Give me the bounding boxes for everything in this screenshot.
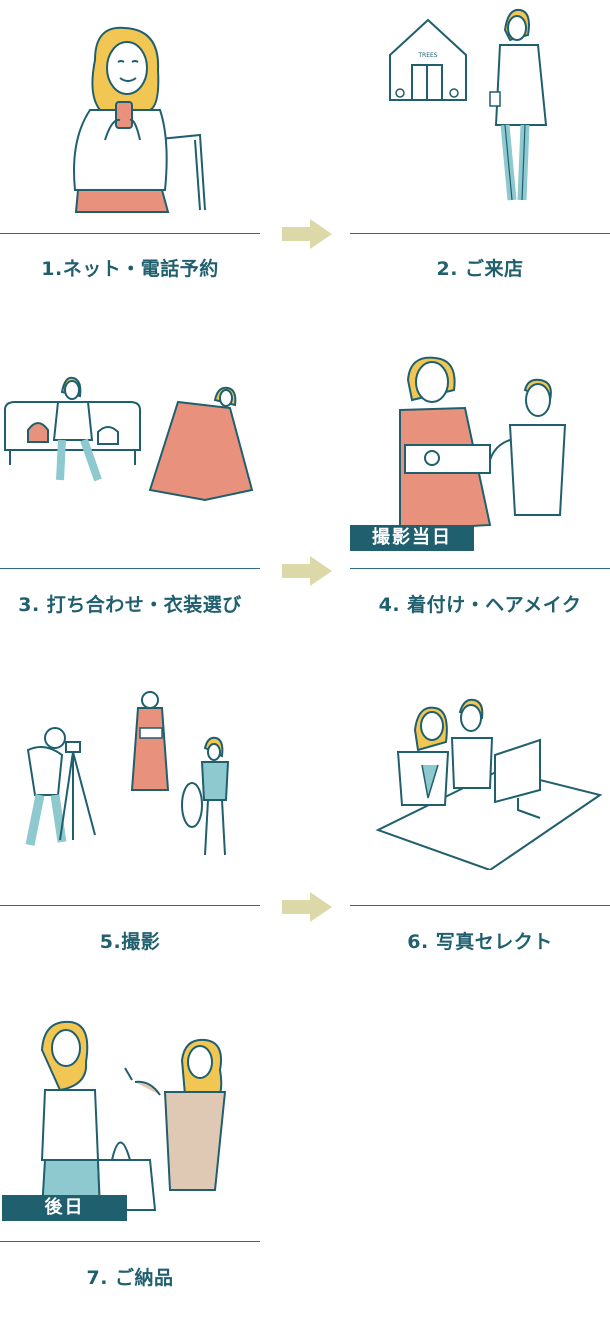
step-7: 後日 7. ご納品 [0, 1010, 260, 1300]
woman-with-phone-illustration [73, 26, 206, 213]
sofa-and-kimono-illustration [4, 376, 254, 502]
badge-shooting-day: 撮影当日 [350, 525, 474, 551]
step-label: 3. 打ち合わせ・衣装選び [18, 594, 242, 616]
step-label: 7. ご納品 [86, 1267, 174, 1289]
step-divider [0, 905, 260, 906]
step-1: 1.ネット・電話予約 [0, 0, 260, 290]
step-divider [350, 905, 610, 906]
step-6: 6. 写真セレクト [350, 670, 610, 960]
badge-later-date: 後日 [2, 1195, 127, 1221]
step-divider [0, 1241, 260, 1242]
illustration-consultation [0, 350, 260, 570]
step-divider [350, 568, 610, 569]
store-sign: TREES [418, 52, 438, 59]
step-label: 6. 写真セレクト [407, 931, 553, 953]
step-5: 5.撮影 [0, 670, 260, 960]
arrow-right-icon [282, 556, 332, 586]
step-label: 4. 着付け・ヘアメイク [378, 594, 582, 616]
arrow-right-icon [282, 219, 332, 249]
step-3: 3. 打ち合わせ・衣装選び [0, 350, 260, 640]
step-divider [350, 233, 610, 234]
kimono-dressing-illustration [399, 356, 567, 532]
illustration-shooting [0, 670, 260, 870]
step-label: 5.撮影 [99, 931, 161, 953]
step-label: 1.ネット・電話予約 [41, 258, 219, 280]
step-divider [0, 233, 260, 234]
illustration-visit: TREES [350, 0, 610, 220]
arrow-right-icon [282, 892, 332, 922]
step-2: TREES 2. ご来店 [350, 0, 610, 290]
illustration-photo-select [350, 670, 610, 870]
illustration-reservation [0, 0, 260, 220]
step-label: 2. ご来店 [436, 258, 524, 280]
photo-selection-illustration [375, 698, 603, 870]
store-and-woman-illustration [389, 8, 548, 201]
photographer-illustration [25, 691, 230, 856]
illustration-dressing [350, 350, 610, 550]
step-4: 撮影当日 4. 着付け・ヘアメイク [350, 350, 610, 640]
step-divider [0, 568, 260, 569]
